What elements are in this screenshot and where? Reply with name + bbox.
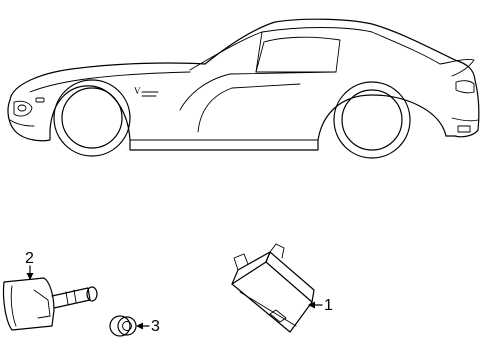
sensor-body bbox=[2, 277, 55, 331]
part-2-tire-pressure-sensor bbox=[2, 277, 98, 331]
rear-wheel bbox=[333, 81, 411, 159]
rear-light bbox=[455, 80, 475, 94]
valve-cap bbox=[86, 286, 98, 302]
fender-emblem: V bbox=[134, 86, 141, 96]
module-mount-right bbox=[269, 243, 285, 259]
valve-stem-ring bbox=[65, 289, 77, 305]
fender-emblem-stroke bbox=[141, 91, 159, 97]
windshield-line bbox=[189, 31, 263, 73]
front-marker bbox=[35, 97, 45, 103]
hood-line bbox=[29, 71, 191, 93]
module-edge bbox=[239, 291, 297, 327]
callout-2-arrowhead bbox=[26, 273, 34, 280]
side-scoop bbox=[197, 83, 301, 133]
callout-3-arrowhead bbox=[136, 322, 143, 330]
front-vent bbox=[9, 119, 35, 127]
rear-spoiler bbox=[439, 59, 475, 77]
part-3-valve-grommet bbox=[109, 315, 137, 337]
headlight-lens bbox=[17, 104, 27, 112]
callout-1: 1 bbox=[308, 297, 333, 314]
sensor-clip bbox=[33, 289, 51, 319]
callout-1-number: 1 bbox=[324, 297, 333, 314]
rear-exhaust bbox=[457, 125, 471, 133]
callout-2-number: 2 bbox=[25, 250, 34, 267]
module-side bbox=[265, 251, 315, 303]
callout-3: 3 bbox=[136, 318, 160, 335]
callout-2: 2 bbox=[25, 250, 34, 280]
front-wheel bbox=[53, 79, 131, 157]
door-cut bbox=[179, 71, 337, 111]
sensor-face bbox=[10, 285, 17, 327]
module-body bbox=[231, 261, 313, 333]
roof-line bbox=[261, 27, 441, 65]
side-window bbox=[255, 36, 341, 73]
module-connector bbox=[269, 309, 287, 323]
valve-stem bbox=[51, 287, 91, 309]
headlight bbox=[13, 100, 33, 117]
car-body-outline bbox=[7, 18, 480, 151]
module-mount-left bbox=[233, 253, 249, 271]
car-illustration: V bbox=[7, 18, 480, 159]
rear-bumper bbox=[451, 117, 479, 122]
part-1-receiver-module bbox=[231, 243, 315, 333]
callout-1-arrowhead bbox=[308, 301, 315, 309]
callout-3-number: 3 bbox=[151, 318, 160, 335]
